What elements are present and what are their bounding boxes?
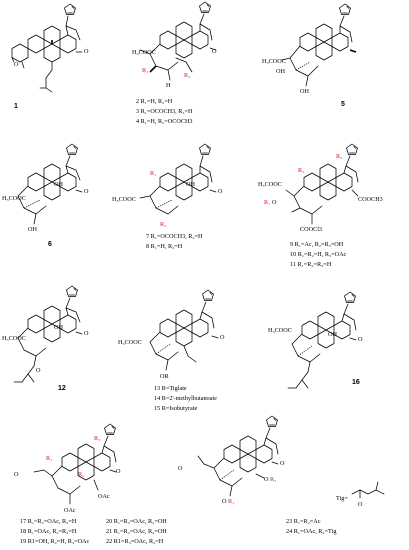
or1-label: O <box>222 498 227 505</box>
substituent-21: 21 R₁=R₃=OAc, R₂=OH <box>106 528 167 535</box>
r2-label: R₂ <box>160 221 166 228</box>
h3cooc-label: H₃COOC <box>132 49 156 56</box>
substituent-10: 10 R₁=R₂=H, R₃=OAc <box>290 251 347 258</box>
r2-label: R₂ <box>298 167 304 174</box>
r1-label: R₁ <box>142 67 148 74</box>
oh-label: OH <box>186 181 195 188</box>
compound-number: 12 <box>58 385 66 392</box>
compound-16: H₃COOC OH O 16 <box>268 291 363 389</box>
compound-12: H₃COOC OH O O 12 <box>2 285 89 392</box>
substituent-20: 20 R₁=R₃=OAc, R₂=OH <box>106 518 167 525</box>
substituent-23: 23 R₁=R₂=Ac <box>286 518 321 525</box>
substituent-14: 14 R=2'-methylbutanoate <box>154 395 217 402</box>
substituent-24: 24 R₁=OAc, R₂=Tig <box>286 528 336 535</box>
o-label: O <box>272 199 277 206</box>
substituent-18: 18 R₁=OAc, R₂=R₃=H <box>20 528 77 535</box>
r3-label: R₃ <box>94 435 100 442</box>
o-label: O <box>212 48 217 55</box>
r1-label: R₁ <box>46 455 52 462</box>
compound-2-4: H₃COOC R₁ R₂ O H 2 R₁=H, R₂=H 3 R₁=OCOCH… <box>132 1 217 125</box>
h3cooc-label: H₃COOC <box>262 58 286 65</box>
substituent-9: 9 R₁=Ac, R₂=R₃=OH <box>290 241 344 248</box>
o-label: O <box>280 460 285 467</box>
oac-label: OAc <box>64 507 76 514</box>
oh-label: OH <box>28 226 37 233</box>
substituent-17: 17 R₁=R₂=OAc, R₃=H <box>20 518 77 525</box>
h-label: H <box>166 82 171 89</box>
o-label: O <box>116 468 121 475</box>
h3cooc-label: H₃COOC <box>118 339 142 346</box>
substituent-7: 7 R₁=OCOCH3, R₂=H <box>146 233 203 240</box>
oh-label: OH <box>276 68 285 75</box>
oh-label: OH <box>300 88 309 95</box>
h3cooc-label: H₃COOC <box>2 335 26 342</box>
o-label: O <box>218 188 223 195</box>
substituent-4: 4 R₁=H, R₂=OCOCH3 <box>136 118 193 125</box>
substituent-2: 2 R₁=H, R₂=H <box>136 98 173 105</box>
substituent-3: 3 R₁=OCOCH3, R₂=H <box>136 108 193 115</box>
compound-number: 5 <box>341 101 345 108</box>
or2-label: O <box>264 476 269 483</box>
compound-number: 16 <box>352 379 360 386</box>
h3cooc-label: H₃COOC <box>2 195 26 202</box>
oac-label: OAc <box>98 493 110 500</box>
o-label: O <box>358 336 363 343</box>
compound-5: H₃COOC OH OH 5 <box>262 3 357 108</box>
oh-label: OH <box>328 331 337 338</box>
coocl3-label: COOCl3 <box>300 226 322 233</box>
ester-label: O <box>178 465 183 472</box>
oh-label: OH <box>54 181 63 188</box>
oh-label: OH <box>54 324 63 331</box>
o-label: O <box>84 188 89 195</box>
o-label: O <box>358 501 363 508</box>
r1-label: R₁ <box>150 170 156 177</box>
substituent-19: 19 R1=OH, R₂=H, R₃=OAc <box>20 538 90 545</box>
r1-label: R₁ <box>228 498 234 505</box>
compound-number: 6 <box>48 241 52 248</box>
compound-9-11: H₃COOC R₁ O R₂ R₃ COOCH3 COOCl3 9 R₁=Ac,… <box>258 143 383 268</box>
o-label: O <box>36 367 41 374</box>
h3cooc-label: H₃COOC <box>258 181 282 188</box>
cooch3-label: COOCH3 <box>358 196 383 203</box>
tig-label: Tig= <box>336 495 348 502</box>
substituent-11: 11 R₁=R₂=R₃=H <box>290 261 332 268</box>
substituent-8: 8 R₁=H, R₂=H <box>146 243 183 250</box>
compound-17-22: O R₁ R₂ R₃ OAc OAc O 17 R₁=R₂=OAc, R₃=H … <box>14 423 167 545</box>
r3-label: R₃ <box>336 153 342 160</box>
substituent-13: 13 R=Tiglate <box>154 385 187 392</box>
compound-23-24: O O R₁ O R₂ O Tig= O 23 R₁=R₂=Ac 24 R₁=O… <box>178 415 385 535</box>
r1-label: R₁ <box>264 199 270 206</box>
compound-13-15: H₃COOC OR O 13 R=Tiglate 14 R=2'-methylb… <box>118 289 225 412</box>
o-label: O <box>84 48 89 55</box>
h3cooc-label: H₃COOC <box>112 196 136 203</box>
or-label: OR <box>160 373 169 380</box>
o-label: O <box>14 61 19 68</box>
r2-label: R₂ <box>270 476 276 483</box>
h3cooc-label: H₃COOC <box>268 327 292 334</box>
compound-1: O O 1 <box>11 3 89 110</box>
substituent-22: 22 R1=R₃=OAc, R₂=H <box>106 538 164 545</box>
o-label: O <box>220 334 225 341</box>
r2-label: R₂ <box>184 72 190 79</box>
o-label: O <box>84 330 89 337</box>
substituent-15: 15 R=Isobutyrate <box>154 405 197 412</box>
compound-number: 1 <box>14 103 18 110</box>
ester-label: O <box>14 471 19 478</box>
compound-7-8: H₃COOC R₁ R₂ OH O 7 R₁=OCOCH3, R₂=H 8 R₁… <box>112 143 223 250</box>
r2-label: R₂ <box>78 471 84 478</box>
compound-6: H₃COOC OH OH O 6 <box>2 143 89 248</box>
